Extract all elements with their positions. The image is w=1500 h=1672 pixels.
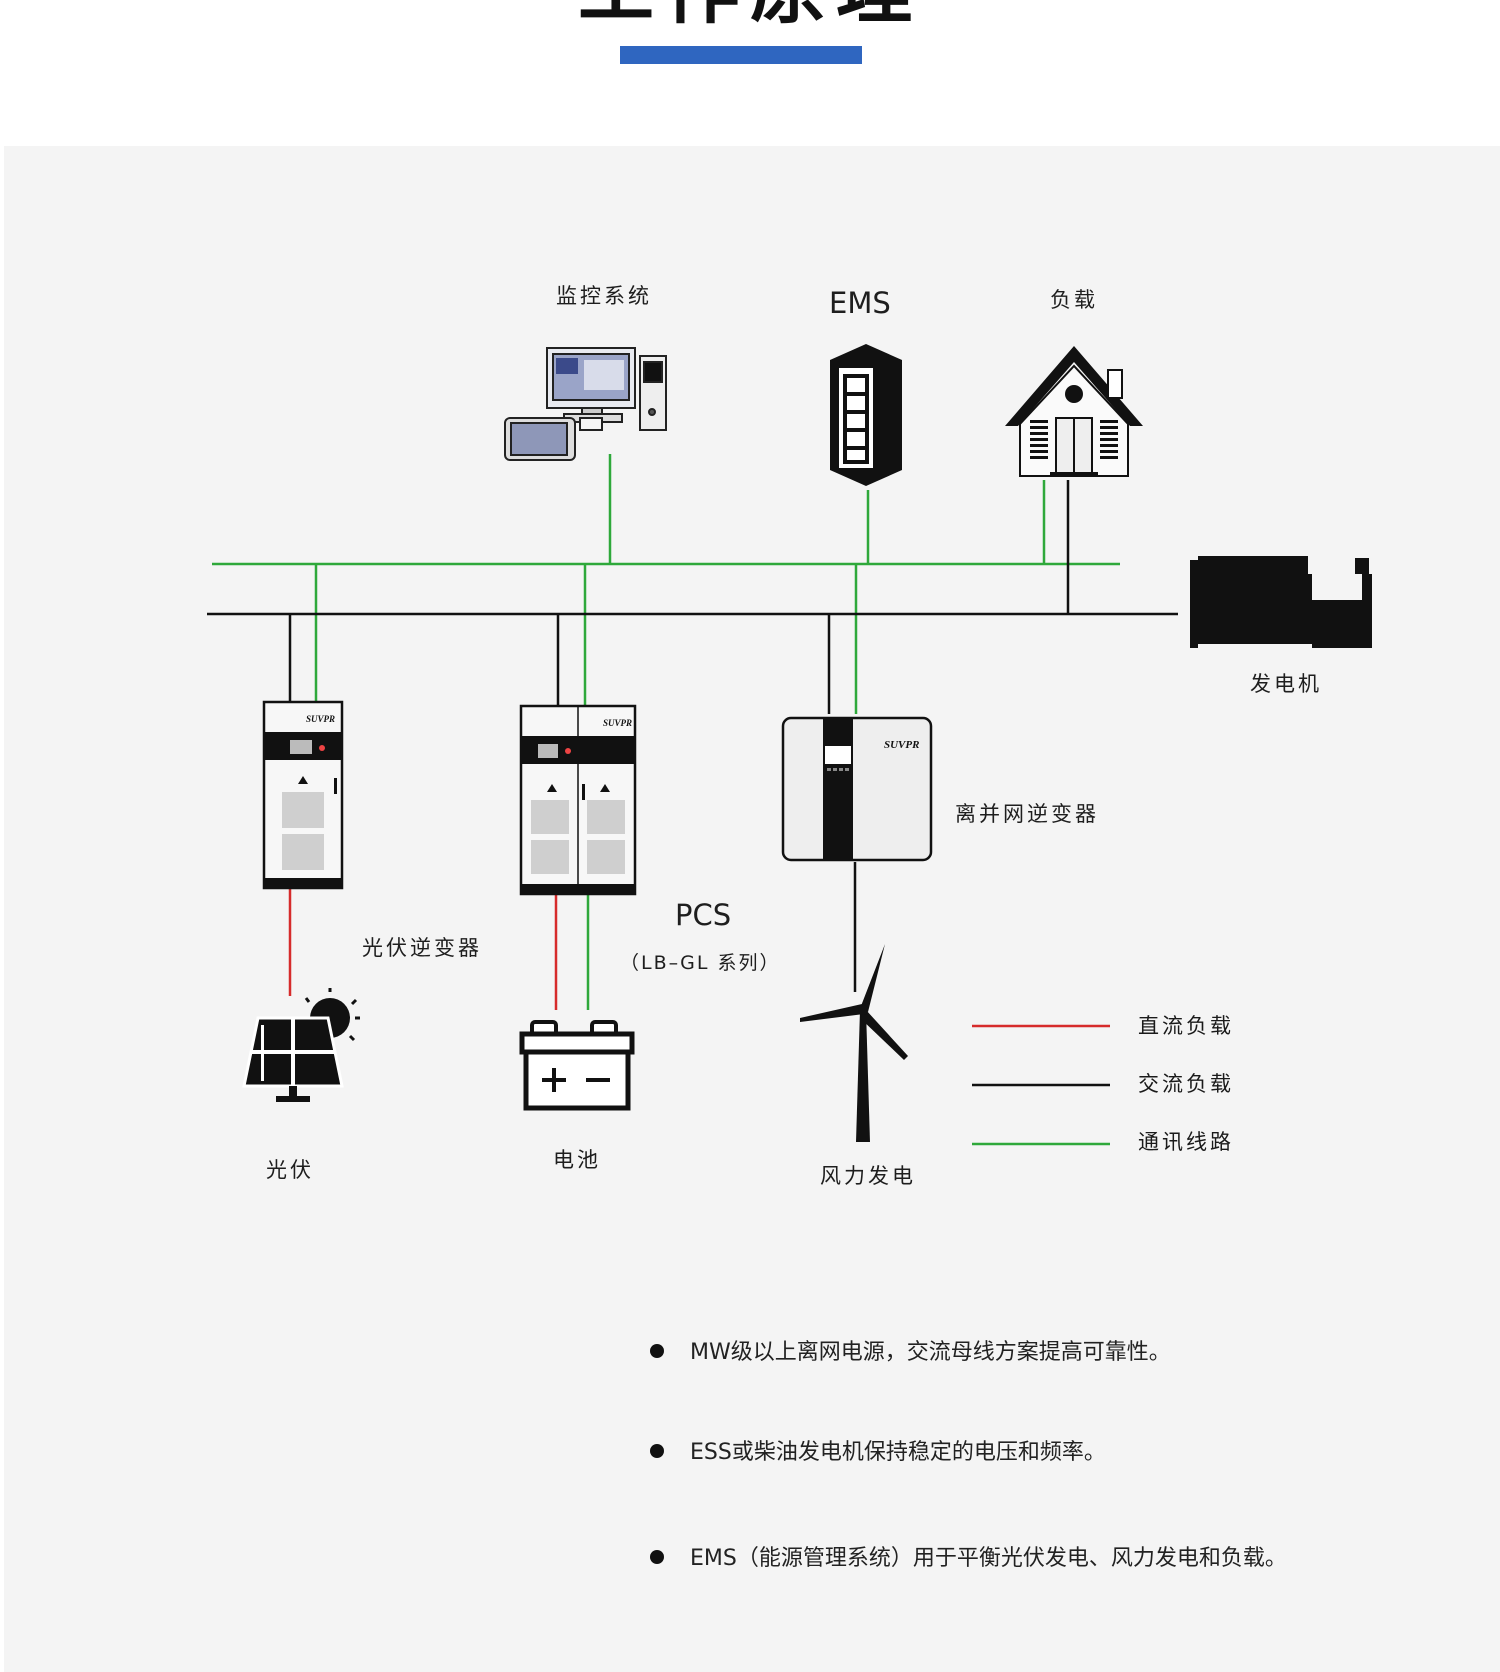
label-battery: 电池 (553, 1148, 601, 1172)
label-pv: 光伏 (266, 1158, 314, 1182)
ems-cabinet-icon (830, 344, 902, 486)
label-wind: 风力发电 (820, 1164, 916, 1188)
monitoring-computer-icon (504, 347, 667, 461)
label-pv-inverter: 光伏逆变器 (362, 936, 482, 960)
legend-lines (972, 1024, 1110, 1146)
generator-icon (1190, 556, 1372, 648)
label-generator: 发电机 (1250, 672, 1322, 696)
label-pcs-series: （LB–GL 系列） (620, 952, 781, 974)
solar-panel-icon (242, 988, 360, 1102)
comm-lines (212, 454, 1120, 1010)
feature-item: ESS或柴油发电机保持稳定的电压和频率。 (650, 1434, 1106, 1466)
label-load: 负载 (1050, 288, 1098, 312)
house-load-icon (1005, 346, 1143, 477)
bullet-dot-icon (650, 1444, 664, 1458)
bullet-dot-icon (650, 1344, 664, 1358)
battery-icon (519, 1020, 635, 1111)
feature-item: MW级以上离网电源，交流母线方案提高可靠性。 (650, 1334, 1171, 1366)
label-monitoring: 监控系统 (556, 284, 652, 308)
title-underline (620, 46, 862, 64)
diagram-panel (4, 146, 1500, 1672)
legend-label-ac: 交流负载 (1138, 1072, 1234, 1096)
label-ems: EMS (829, 286, 891, 320)
pcs-brand: SUVPR (603, 718, 632, 728)
bullet-dot-icon (650, 1550, 664, 1564)
legend-label-comm: 通讯线路 (1138, 1130, 1234, 1154)
label-pcs: PCS (675, 898, 732, 932)
pcs-cabinet-icon: SUVPR (519, 704, 637, 896)
hybrid-inverter-icon: SUVPR (781, 716, 933, 862)
page-title: 工作原理 (0, 0, 1500, 32)
ac-lines (207, 480, 1178, 992)
pv-inverter-cabinet-icon: SUVPR (262, 700, 344, 890)
feature-item: EMS（能源管理系统）用于平衡光伏发电、风力发电和负载。 (650, 1540, 1287, 1572)
legend-label-dc: 直流负载 (1138, 1014, 1234, 1038)
dc-lines (288, 888, 558, 1010)
label-hybrid-inverter: 离并网逆变器 (955, 802, 1099, 826)
hybrid-inverter-brand: SUVPR (884, 739, 919, 751)
wind-turbine-icon (800, 944, 908, 1142)
pv-inverter-brand: SUVPR (306, 714, 335, 724)
